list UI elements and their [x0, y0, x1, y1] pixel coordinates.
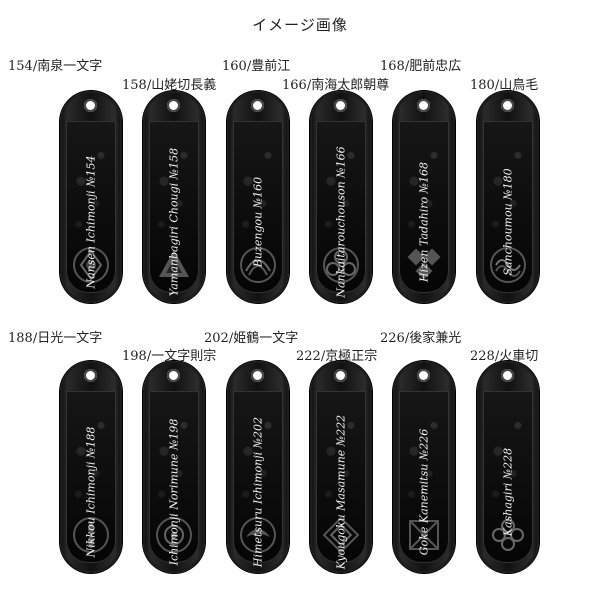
keychain-hole-icon	[167, 99, 180, 112]
keychain-tag-180: Sanchoumou №180	[477, 91, 539, 303]
keychain-hole-icon	[167, 369, 180, 382]
label-226: 226/後家兼光	[380, 331, 462, 346]
keychain-tag-222: Kyougoku Masamune №222	[310, 361, 372, 573]
family-crest-icon	[159, 250, 189, 277]
label-168: 168/肥前忠広	[380, 59, 462, 74]
keychain-tag-228: Kashagiri №228	[477, 361, 539, 573]
keychain-hole-icon	[84, 369, 97, 382]
tag-romaji: Hizen Tadahiro №168	[417, 162, 431, 283]
family-crest-icon	[240, 517, 276, 553]
tag-romaji: Ichimonji Norimune №198	[167, 419, 181, 566]
keychain-tag-154: Nansen Ichimonji №154	[60, 91, 122, 303]
keychain-tag-158: Yamanbagiri Chougi №158	[143, 91, 205, 303]
label-202: 202/姫鶴一文字	[204, 331, 299, 346]
tag-romaji: Nankaitarouchouson №166	[334, 146, 348, 299]
label-158: 158/山姥切長義	[122, 78, 217, 93]
keychain-tag-160: Buzengou №160	[227, 91, 289, 303]
keychain-hole-icon	[334, 99, 347, 112]
family-crest-icon	[322, 516, 360, 554]
family-crest-icon	[490, 247, 526, 283]
tag-romaji: Yamanbagiri Chougi №158	[167, 148, 181, 297]
keychain-tag-166: Nankaitarouchouson №166	[310, 91, 372, 303]
tag-romaji: Nikkou Ichimonji №188	[84, 427, 98, 558]
keychain-hole-icon	[84, 99, 97, 112]
keychain-hole-icon	[334, 369, 347, 382]
keychain-hole-icon	[251, 369, 264, 382]
tag-romaji: Goke Kanemitsu №226	[417, 429, 431, 556]
keychain-tag-198: Ichimonji Norimune №198	[143, 361, 205, 573]
tag-romaji: Kashagiri №228	[501, 448, 515, 537]
family-crest-icon	[240, 247, 276, 283]
label-166: 166/南海太郎朝尊	[282, 78, 390, 93]
keychain-tag-168: Hizen Tadahiro №168	[393, 91, 455, 303]
keychain-hole-icon	[417, 99, 430, 112]
label-198: 198/一文字則宗	[122, 349, 217, 364]
keychain-tag-202: Himetsuru Ichimonji №202	[227, 361, 289, 573]
family-crest-icon	[73, 517, 109, 553]
family-crest-icon	[323, 247, 359, 283]
label-160: 160/豊前江	[222, 59, 291, 74]
page-title: イメージ画像	[252, 16, 348, 34]
family-crest-icon	[409, 520, 439, 550]
label-180: 180/山鳥毛	[470, 78, 539, 93]
keychain-hole-icon	[501, 99, 514, 112]
label-154: 154/南泉一文字	[8, 59, 103, 74]
keychain-tag-226: Goke Kanemitsu №226	[393, 361, 455, 573]
tag-romaji: Kyougoku Masamune №222	[334, 415, 348, 570]
keychain-hole-icon	[417, 369, 430, 382]
family-crest-icon	[156, 517, 192, 553]
label-222: 222/京極正宗	[296, 349, 378, 364]
label-188: 188/日光一文字	[8, 331, 103, 346]
tag-face	[483, 391, 533, 563]
family-crest-icon	[73, 247, 109, 283]
family-crest-icon	[492, 519, 524, 551]
tag-romaji: Nansen Ichimonji №154	[84, 155, 98, 289]
keychain-hole-icon	[501, 369, 514, 382]
tag-romaji: Himetsuru Ichimonji №202	[251, 417, 265, 568]
tag-romaji: Sanchoumou №180	[501, 168, 515, 277]
keychain-hole-icon	[251, 99, 264, 112]
keychain-tag-188: Nikkou Ichimonji №188	[60, 361, 122, 573]
family-crest-icon	[407, 248, 441, 280]
tag-romaji: Buzengou №160	[251, 177, 265, 268]
label-228: 228/火車切	[470, 349, 539, 364]
